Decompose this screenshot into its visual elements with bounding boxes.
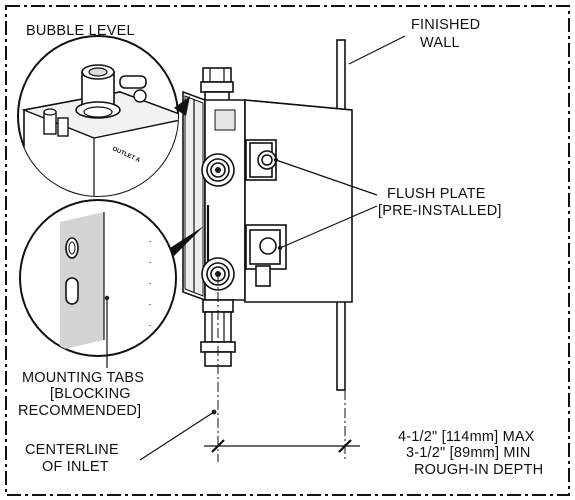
depth-label-line2: 3-1/2" [89mm] MIN [406, 445, 531, 461]
centerline-label-line1: CENTERLINE [25, 442, 119, 458]
mounting-tabs-label-line2: [BLOCKING [50, 386, 131, 402]
bubble-detail-pointer [174, 96, 190, 116]
leader-lines [104, 35, 406, 461]
mounting-tabs-label-line3: RECOMMENDED] [18, 403, 141, 419]
finished-wall-label-line1: FINISHED [411, 17, 480, 33]
bubble-level-label: BUBBLE LEVEL [26, 23, 135, 39]
mounting-tabs-label-line1: MOUNTING TABS [22, 370, 144, 386]
flush-plate-label-line2: [PRE-INSTALLED] [378, 203, 502, 219]
dimension-rough-in [204, 274, 360, 462]
depth-label-line1: 4-1/2" [114mm] MAX [398, 429, 535, 445]
bubble-level-detail: OUTLET A [17, 35, 179, 197]
border-frame [5, 5, 570, 496]
tab-detail-pointer [170, 226, 204, 256]
flush-plate-label-line1: FLUSH PLATE [387, 186, 486, 202]
finished-wall-label-line2: WALL [420, 35, 460, 51]
depth-label-line3: ROUGH-IN DEPTH [414, 462, 543, 478]
mounting-tab-detail [19, 199, 177, 357]
upper-port-nut [201, 153, 235, 187]
centerline-label-line2: OF INLET [42, 459, 109, 475]
valve-body [182, 67, 353, 367]
